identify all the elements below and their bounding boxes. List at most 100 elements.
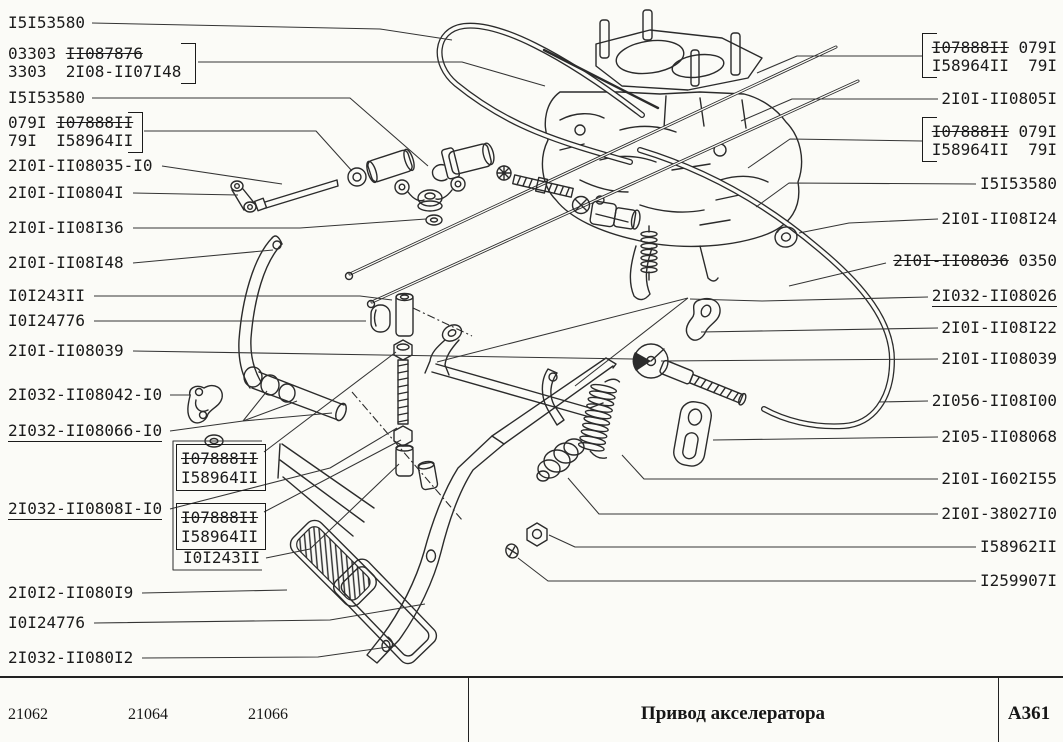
leader-line bbox=[132, 192, 239, 196]
star-washer bbox=[496, 165, 512, 181]
part-number-text: 079I bbox=[1008, 122, 1057, 141]
leader-line bbox=[878, 400, 929, 403]
superseded-part-number: I07888II bbox=[181, 508, 259, 527]
part-number-label: I0I24776 bbox=[8, 312, 85, 330]
part-number-label: 2I0I-II08I48 bbox=[8, 254, 124, 272]
part-number-label: 2I056-II08I00 bbox=[932, 392, 1057, 410]
part-number-text: I58962II bbox=[979, 537, 1057, 556]
leader-line bbox=[132, 350, 634, 360]
leader-line bbox=[621, 454, 938, 480]
part-number-text: 2I0I-II08039 bbox=[8, 341, 124, 360]
part-number-label: I58964II bbox=[181, 528, 258, 546]
pedal-pad-hatched bbox=[289, 519, 377, 607]
part-number-label: 079I I07888II bbox=[8, 114, 133, 132]
part-number-label: 2I0I-II08039 bbox=[941, 350, 1057, 368]
part-number-text: I58964II bbox=[181, 468, 259, 487]
hex-nut bbox=[526, 522, 548, 547]
part-number-text: 2I0I-II08I36 bbox=[8, 218, 124, 237]
cable-housing-arc bbox=[637, 147, 896, 430]
supersession-bracket bbox=[922, 33, 937, 78]
part-number-label: 2I032-II0808I-I0 bbox=[8, 499, 163, 520]
leader-line bbox=[747, 138, 923, 169]
leader-line bbox=[242, 400, 298, 422]
nut-lower bbox=[393, 425, 413, 447]
footer-divider bbox=[998, 678, 999, 742]
part-number-text: 2I0I-II08I48 bbox=[8, 253, 124, 272]
leader-line bbox=[263, 439, 402, 513]
title-block: 21062 21064 21066 Привод акселератора А3… bbox=[0, 676, 1063, 742]
part-number-label: 2I0I2-II080I9 bbox=[8, 584, 133, 602]
pedal-arm bbox=[366, 357, 617, 664]
part-number-box bbox=[176, 503, 266, 550]
c-clip bbox=[431, 163, 448, 182]
part-number-text: I58964II 79I bbox=[931, 56, 1057, 75]
leader-line bbox=[740, 98, 938, 122]
part-number-text: 2I05-II08068 bbox=[941, 427, 1057, 446]
part-number-text: 3303 2I08-II07I48 bbox=[8, 62, 182, 81]
part-number-label: 2I0I-II08036 0350 bbox=[893, 252, 1057, 270]
superseded-part-number: I07888II bbox=[181, 449, 259, 468]
throttle-sector bbox=[632, 343, 747, 406]
part-number-label: I58964II 79I bbox=[932, 57, 1057, 75]
part-number-label: I07888II bbox=[181, 450, 258, 468]
superseded-part-number: I07888II bbox=[56, 113, 134, 132]
leader-line bbox=[755, 182, 977, 208]
part-number-label: I0I24776 bbox=[8, 614, 85, 632]
cable-end-hardware bbox=[347, 142, 641, 230]
superseded-part-number: I07888II bbox=[931, 38, 1009, 57]
pedal-fasteners bbox=[505, 522, 548, 559]
leader-line bbox=[161, 165, 283, 185]
bushing-pair bbox=[589, 200, 641, 230]
leader-line bbox=[94, 295, 393, 301]
part-number-label: 2I0I-II0805I bbox=[941, 90, 1057, 108]
leader-lines bbox=[91, 22, 977, 659]
leader-line bbox=[141, 645, 396, 659]
part-number-text: 079I bbox=[8, 113, 57, 132]
part-number-label: I5I53580 bbox=[980, 175, 1057, 193]
part-number-text: 2I0I-II08039 bbox=[941, 349, 1057, 368]
spring-hook-lever bbox=[541, 368, 565, 426]
part-number-text: 2I0I-I602I55 bbox=[941, 469, 1057, 488]
part-number-label: 2I0I-II08I22 bbox=[941, 319, 1057, 337]
plate-code: А361 bbox=[1007, 703, 1051, 724]
part-number-text: 2I032-II08042-I0 bbox=[8, 385, 163, 404]
part-number-label: 2I0I-II08039 bbox=[8, 342, 124, 360]
throttle-cable-loop bbox=[436, 22, 660, 165]
part-number-text: 2I0I-II08035-I0 bbox=[8, 156, 153, 175]
part-number-label: I07888II 079I bbox=[932, 39, 1057, 57]
part-number-text: 2I0I-II08I22 bbox=[941, 318, 1057, 337]
threaded-rod bbox=[512, 174, 574, 198]
part-number-label: 79I I58964II bbox=[8, 132, 133, 150]
leader-line bbox=[689, 296, 929, 302]
part-number-label: 2I05-II08068 bbox=[941, 428, 1057, 446]
leader-line bbox=[567, 477, 938, 515]
leader-line bbox=[133, 218, 427, 229]
part-number-label: I0I243II bbox=[8, 287, 85, 305]
supersession-bracket bbox=[922, 117, 937, 162]
part-number-text: 2I056-II08I00 bbox=[931, 391, 1057, 410]
part-number-text: 2I032-II080I2 bbox=[8, 648, 134, 667]
leader-line bbox=[517, 557, 976, 582]
superseded-part-number: 2I0I-II08036 bbox=[893, 251, 1009, 270]
slotted-bracket bbox=[673, 401, 712, 467]
screw bbox=[505, 543, 519, 559]
part-number-label: I07888II bbox=[181, 509, 258, 527]
supersession-bracket bbox=[181, 43, 196, 84]
leader-line bbox=[756, 55, 922, 74]
part-number-text: I5I53580 bbox=[8, 88, 86, 107]
inner-cable bbox=[542, 48, 660, 110]
part-number-text: 2I032-II0808I-I0 bbox=[8, 499, 163, 518]
part-number-label: 2I032-II08026 bbox=[931, 287, 1057, 307]
part-number-label: I0I243II bbox=[183, 549, 260, 567]
leader-line bbox=[660, 358, 939, 362]
nut bbox=[571, 195, 591, 215]
barrel-bushing bbox=[370, 304, 391, 333]
part-number-text: I5I53580 bbox=[8, 13, 86, 32]
leader-line bbox=[92, 97, 429, 167]
cable-grommet bbox=[774, 226, 798, 248]
part-number-text: 03303 bbox=[8, 44, 66, 63]
part-number-text: I58964II 79I bbox=[931, 140, 1057, 159]
part-number-label: I58964II bbox=[181, 469, 258, 487]
